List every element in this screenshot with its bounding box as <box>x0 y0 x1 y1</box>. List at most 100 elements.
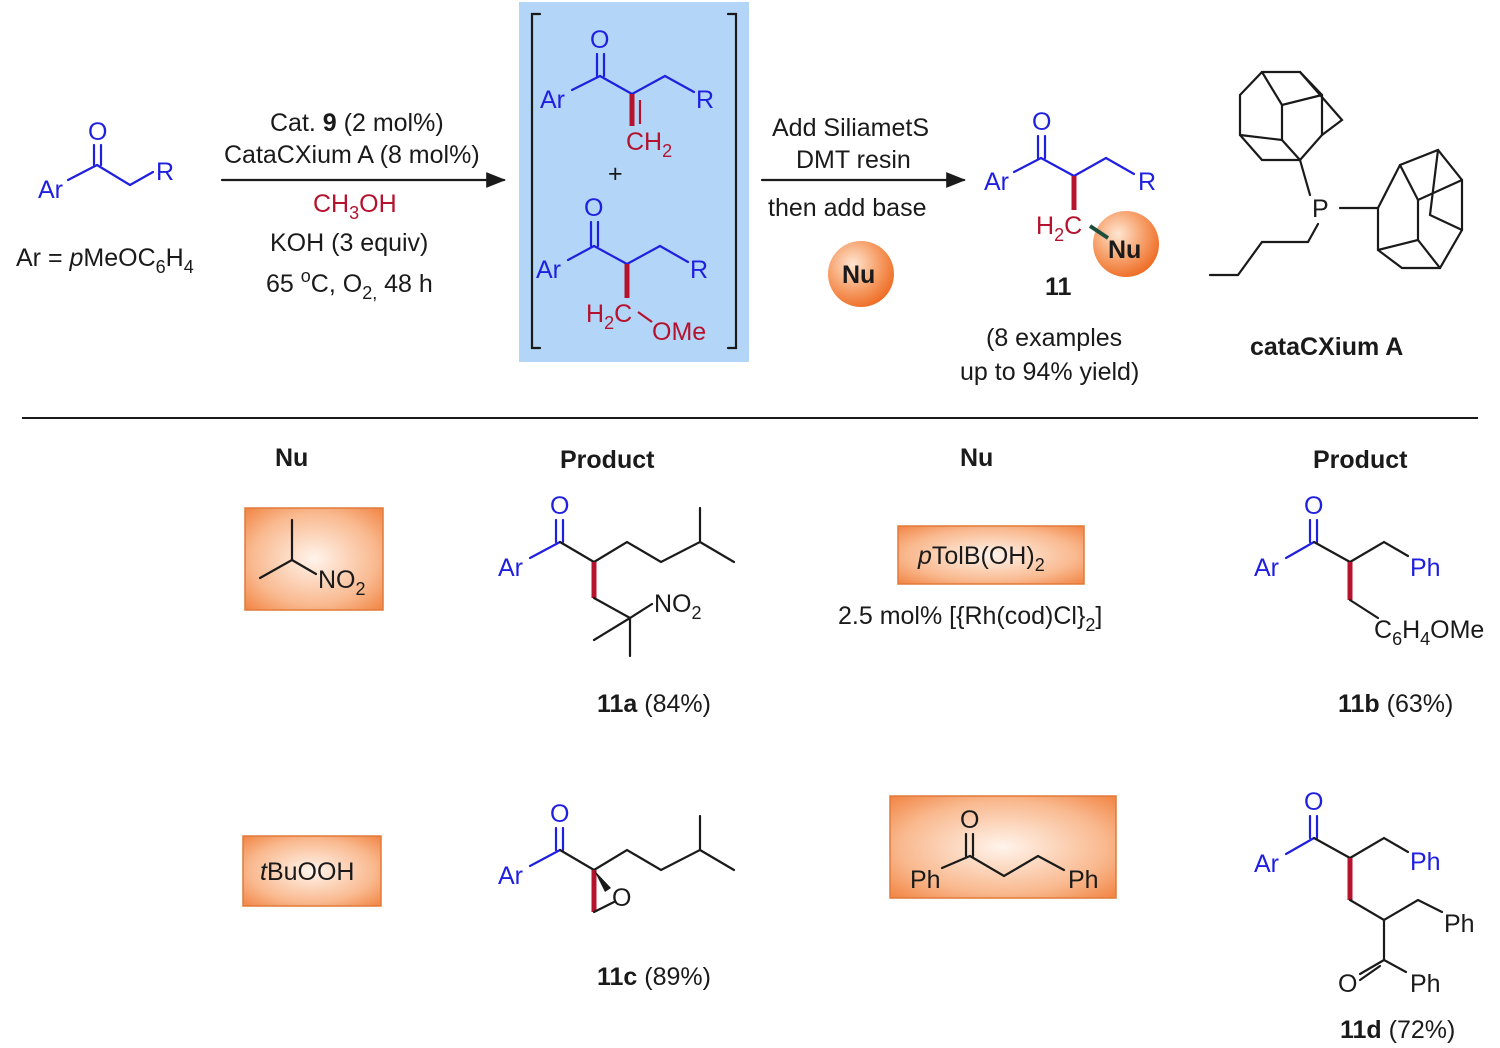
bond <box>592 596 654 620</box>
resin-line1: Add SiliametS <box>772 114 929 142</box>
adduct-r: R <box>690 256 708 284</box>
bond <box>1072 156 1108 178</box>
bond <box>1348 836 1410 860</box>
bond <box>128 170 155 187</box>
product-ar: Ar <box>984 168 1009 196</box>
start-o-label: O <box>88 118 107 146</box>
p11d-o2: O <box>1338 970 1357 998</box>
phosphorus-label: P <box>1312 195 1329 223</box>
bond <box>592 616 632 642</box>
p11a-no2: NO2 <box>654 590 702 623</box>
product-r: R <box>1138 168 1156 196</box>
bond <box>558 540 596 564</box>
intermediates-box: Ar O R CH2 + Ar O R H2C OMe <box>519 2 749 362</box>
enone-r: R <box>696 86 714 114</box>
ligand-label: CataCXium A (8 mol%) <box>224 141 480 169</box>
bond <box>1398 163 1464 202</box>
catacxium-a-structure: P cataCXium A <box>1208 70 1464 361</box>
bond <box>698 848 736 872</box>
product-11b: Ar O Ph C6H4OMe 11b (63%) <box>1254 492 1484 718</box>
nu-boronic-acid: pTolB(OH)2 2.5 mol% [{Rh(cod)Cl}2] <box>838 525 1102 635</box>
bond <box>625 244 662 266</box>
rh-catalyst: 2.5 mol% [{Rh(cod)Cl}2] <box>838 602 1102 635</box>
p11a-label: 11a (84%) <box>597 690 711 718</box>
header-product-2: Product <box>1313 446 1408 474</box>
product-11a: Ar O NO2 11a (84%) <box>498 492 736 718</box>
nu-dihydrochalcone: O Ph Ph <box>889 795 1117 899</box>
bond <box>592 244 629 266</box>
conditions-step2: Add SiliametS DMT resin then add base Nu <box>760 114 966 307</box>
base-label: KOH (3 equiv) <box>270 229 428 257</box>
nu-box <box>242 835 382 907</box>
start-ar-label: Ar <box>38 176 63 204</box>
bond <box>1376 198 1420 252</box>
bond <box>1416 238 1442 270</box>
nu-box <box>244 507 384 611</box>
bond <box>566 244 596 262</box>
bond <box>1312 836 1352 860</box>
bond <box>1298 158 1312 197</box>
ar-definition: Ar = pMeOC6H4 <box>16 244 194 277</box>
conditions-step1: Cat. 9 (2 mol%) CataCXium A (8 mol%) CH3… <box>220 109 506 303</box>
adduct-o: O <box>584 194 603 222</box>
bond <box>663 74 696 94</box>
product-11: Ar O R H2C Nu 11 (8 examples up to 94% y… <box>960 108 1159 386</box>
nu-box <box>897 525 1085 585</box>
p11d-ar: Ar <box>1254 850 1279 878</box>
product-11d: Ar O Ph Ph O Ph 11d (72%) <box>1254 788 1475 1044</box>
bond <box>1039 156 1076 178</box>
isopentyl-chain <box>592 814 702 872</box>
adduct-ar: Ar <box>536 256 561 284</box>
enone-ch2: CH2 <box>626 128 672 161</box>
bond <box>658 244 690 264</box>
nu-bond <box>1088 224 1110 240</box>
bond <box>1284 540 1316 560</box>
p11d-o: O <box>1304 788 1323 816</box>
p11c-ar: Ar <box>498 862 523 890</box>
nu-box <box>889 795 1117 899</box>
nu-tbuooh-label: tBuOOH <box>260 858 354 886</box>
bond <box>637 311 653 323</box>
intermediates-highlight <box>519 2 749 362</box>
plus-sign: + <box>608 160 623 188</box>
nu-tbuooh: tBuOOH <box>242 835 382 907</box>
nu-chalcone-o: O <box>960 806 979 834</box>
bond <box>1348 598 1380 620</box>
p11a-ar: Ar <box>498 554 523 582</box>
isopentyl-chain <box>592 506 702 564</box>
nu-no2-label: NO2 <box>318 566 366 599</box>
nu-tolboronic: pTolB(OH)2 <box>917 542 1045 575</box>
product-note-1: (8 examples <box>986 324 1122 352</box>
product-nu-orb <box>1093 211 1159 277</box>
p11b-ph: Ph <box>1410 554 1441 582</box>
bond <box>1382 958 1408 974</box>
p11d-ph2: Ph <box>1444 910 1475 938</box>
bond <box>698 540 736 564</box>
header-product-1: Product <box>560 446 655 474</box>
nu-chalcone-ph2: Ph <box>1068 866 1099 894</box>
bond <box>290 558 318 576</box>
bond <box>1428 148 1464 232</box>
bond <box>1298 70 1344 137</box>
starting-ketone: Ar O R Ar = pMeOC6H4 <box>16 118 194 277</box>
p11c-epoxide-o: O <box>612 884 631 912</box>
bond <box>1348 898 1444 922</box>
enone-o: O <box>590 26 609 54</box>
bond <box>1012 156 1043 174</box>
p11b-o: O <box>1304 492 1323 520</box>
p11d-ph1: Ph <box>1410 848 1441 876</box>
bond <box>1348 540 1410 564</box>
adduct-ome: OMe <box>652 318 706 346</box>
start-r-label: R <box>156 158 174 186</box>
adamantyl-right <box>1376 148 1464 270</box>
product-11c: Ar O O 11c (89%) <box>498 800 736 991</box>
product-o: O <box>1032 108 1051 136</box>
bond <box>1358 958 1386 976</box>
header-nu-2: Nu <box>960 444 993 472</box>
nu-nitropropane: NO2 <box>244 507 384 611</box>
p11d-label: 11d (72%) <box>1340 1016 1455 1044</box>
bond <box>528 540 562 560</box>
bond <box>95 163 132 187</box>
nu-label: Nu <box>842 261 875 289</box>
catalyst-label: Cat. 9 (2 mol%) <box>270 109 444 137</box>
